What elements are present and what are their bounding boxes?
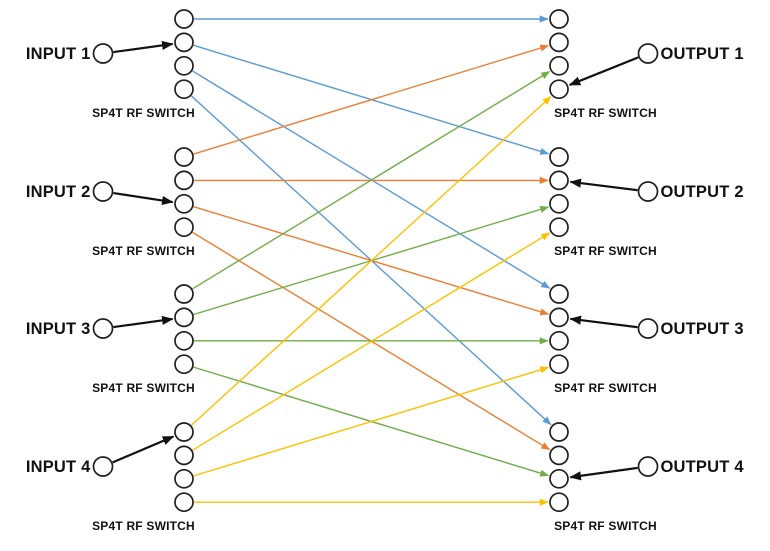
input-4-pole-circle xyxy=(92,456,114,477)
output-4-label: OUTPUT 4 xyxy=(661,458,745,476)
right-switch-2-port-2-circle xyxy=(549,170,569,191)
connection-line-in2p1-out1p2 xyxy=(193,44,550,155)
right-switch-1-port-2-circle xyxy=(549,32,569,53)
left-switch-4-port-1-circle xyxy=(174,422,194,442)
left-switch-2-port-2-circle xyxy=(174,170,194,191)
left-switch-4-port-2-circle xyxy=(174,445,194,466)
input-3-selector-arrow xyxy=(113,315,174,329)
input-4-selector-arrow xyxy=(112,435,175,464)
right-switch-1-port-1-circle xyxy=(549,9,569,29)
output-1-selector-arrow xyxy=(568,56,639,86)
right-switch-2-caption: SP4T RF SWITCH xyxy=(554,244,657,258)
input-1-selector-arrow xyxy=(113,40,174,54)
input-2-selector-arrow xyxy=(113,191,174,206)
right-switch-4-port-4-circle xyxy=(549,492,569,513)
left-switch-2-port-3-circle xyxy=(174,193,194,214)
left-switch-2-port-4-circle xyxy=(174,217,194,238)
connection-line-in4p2-out2p4 xyxy=(192,232,551,451)
connection-line-in4p1-out1p4 xyxy=(190,96,552,426)
input-1-pole-circle xyxy=(92,43,114,64)
right-switch-1-port-4-circle xyxy=(549,79,569,100)
output-1-pole-circle xyxy=(637,43,659,64)
right-switch-4-port-2-circle xyxy=(549,445,569,466)
right-switch-3-port-2-circle xyxy=(549,307,569,328)
output-4-selector-arrow xyxy=(569,466,638,481)
left-switch-2-caption: SP4T RF SWITCH xyxy=(92,244,195,258)
left-switch-4-port-4-circle xyxy=(174,492,194,513)
right-switch-2-port-4-circle xyxy=(549,217,569,238)
output-2-selector-arrow xyxy=(569,178,638,192)
left-switch-1-port-4-circle xyxy=(174,79,194,100)
left-switch-4-port-3-circle xyxy=(174,468,194,489)
right-switch-1-port-3-circle xyxy=(549,55,569,76)
output-3-label: OUTPUT 3 xyxy=(661,320,744,338)
right-switch-2-port-1-circle xyxy=(549,147,569,167)
right-switch-3-port-4-circle xyxy=(549,354,569,375)
right-switch-3-port-1-circle xyxy=(549,284,569,304)
left-switch-2-port-1-circle xyxy=(174,147,194,167)
input-1-label: INPUT 1 xyxy=(26,45,91,63)
input-4-label: INPUT 4 xyxy=(26,458,91,476)
left-switch-3-port-4-circle xyxy=(174,354,194,375)
output-1-label: OUTPUT 1 xyxy=(661,45,744,63)
left-switch-3-caption: SP4T RF SWITCH xyxy=(92,381,195,395)
left-switch-3-port-1-circle xyxy=(174,284,194,304)
output-4-pole-circle xyxy=(637,456,659,477)
left-switch-4-caption: SP4T RF SWITCH xyxy=(92,519,195,533)
right-switch-3-port-3-circle xyxy=(549,330,569,351)
left-switch-1-port-2-circle xyxy=(174,32,194,53)
right-switch-4-caption: SP4T RF SWITCH xyxy=(554,519,657,533)
right-switch-4-port-1-circle xyxy=(549,422,569,442)
right-switch-4-port-3-circle xyxy=(549,468,569,489)
output-3-pole-circle xyxy=(637,318,659,339)
right-switch-2-port-3-circle xyxy=(549,193,569,214)
left-switch-1-port-3-circle xyxy=(174,55,194,76)
left-switch-3-port-3-circle xyxy=(174,330,194,351)
output-3-selector-arrow xyxy=(569,315,638,329)
left-switch-1-port-1-circle xyxy=(174,9,194,29)
connection-line-in3p1-out1p3 xyxy=(192,70,551,290)
left-switch-3-port-2-circle xyxy=(174,307,194,328)
input-3-pole-circle xyxy=(92,318,114,339)
connection-line-in4p3-out3p4 xyxy=(193,366,550,477)
input-2-pole-circle xyxy=(92,181,114,202)
left-switch-1-caption: SP4T RF SWITCH xyxy=(92,106,195,120)
right-switch-1-caption: SP4T RF SWITCH xyxy=(554,106,657,120)
input-3-label: INPUT 3 xyxy=(26,320,91,338)
input-2-label: INPUT 2 xyxy=(26,183,91,201)
right-switch-3-caption: SP4T RF SWITCH xyxy=(554,381,657,395)
output-2-label: OUTPUT 2 xyxy=(661,183,744,201)
output-2-pole-circle xyxy=(637,181,659,202)
